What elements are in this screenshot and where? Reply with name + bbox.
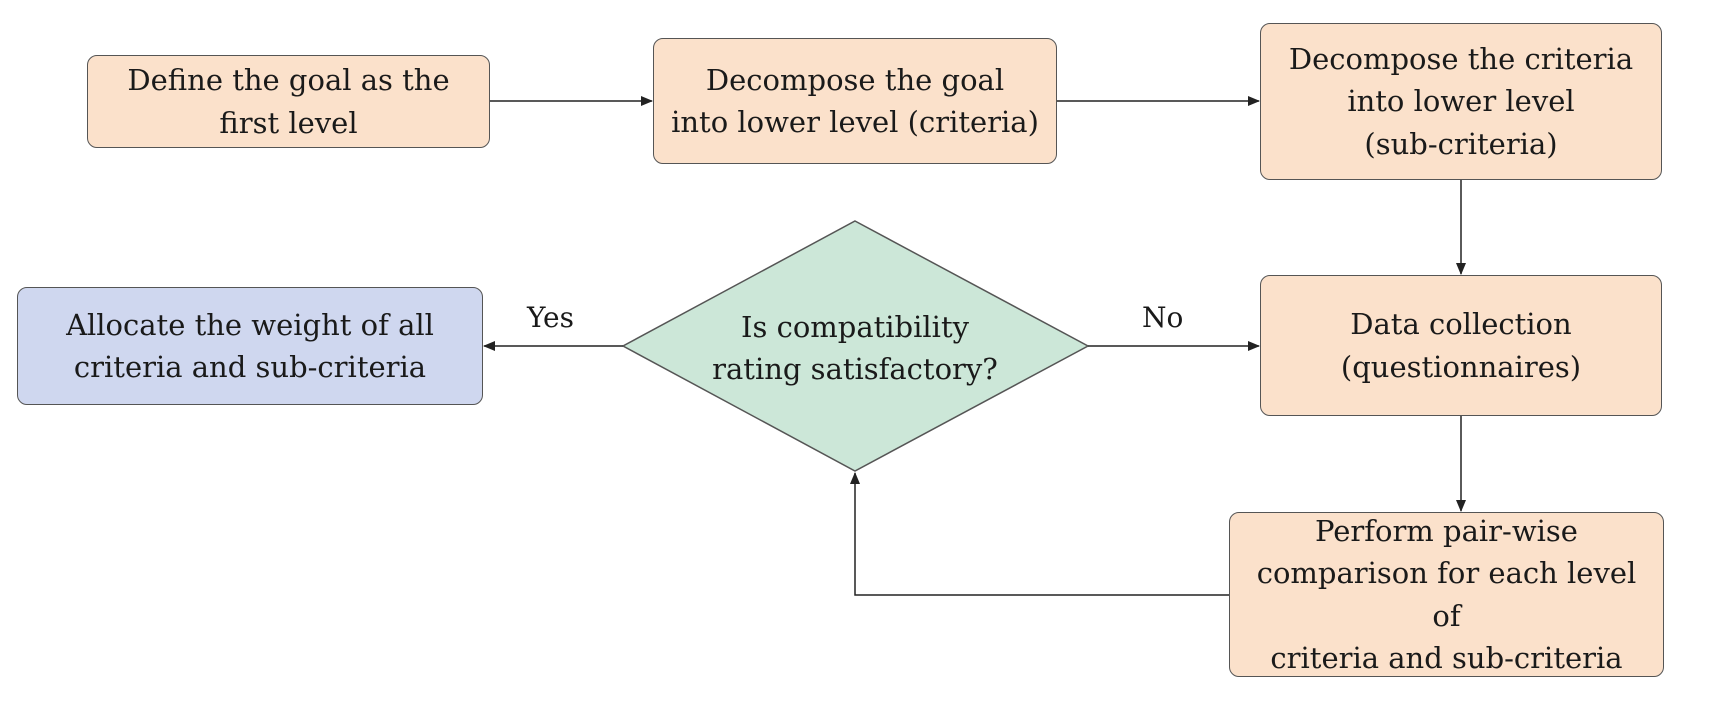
yes-label: Yes	[527, 301, 574, 334]
data-collection-line-1: Data collection	[1350, 307, 1572, 342]
pairwise-line-1: Perform pair-wise	[1315, 514, 1578, 549]
pairwise-line-3: criteria and sub-criteria	[1270, 640, 1623, 675]
decision-line-2: rating satisfactory?	[712, 352, 998, 386]
allocate-weight-box: Allocate the weight of all criteria and …	[17, 287, 483, 405]
decompose-criteria-box: Decompose the criteria into lower level …	[1260, 23, 1662, 180]
decision-line-1: Is compatibility	[741, 309, 969, 344]
decompose-criteria-line-1: Decompose the criteria	[1288, 42, 1634, 77]
decision-diamond	[621, 220, 1090, 472]
no-label: No	[1142, 301, 1184, 334]
decompose-goal-line-1: Decompose the goal	[705, 62, 1005, 97]
define-goal-line-1: Define the goal as the	[127, 63, 450, 98]
allocate-line-1: Allocate the weight of all	[66, 307, 434, 342]
arrow-pairwise-to-decision	[850, 472, 1229, 596]
allocate-line-2: criteria and sub-criteria	[73, 350, 427, 384]
data-collection-line-2: (questionnaires)	[1340, 349, 1582, 384]
decision-text: Is compatibility rating satisfactory?	[660, 300, 1050, 396]
decompose-goal-line-2: into lower level (criteria)	[671, 105, 1039, 139]
decompose-goal-box: Decompose the goal into lower level (cri…	[653, 38, 1057, 164]
decompose-criteria-line-2: into lower level	[1347, 84, 1575, 119]
pairwise-comparison-box: Perform pair-wise comparison for each le…	[1229, 512, 1664, 677]
decompose-criteria-line-3: (sub-criteria)	[1364, 126, 1558, 161]
pairwise-line-2: comparison for each level of	[1256, 556, 1637, 633]
data-collection-box: Data collection (questionnaires)	[1260, 275, 1662, 416]
define-goal-line-2: first level	[219, 105, 358, 140]
define-goal-box: Define the goal as the first level	[87, 55, 490, 148]
